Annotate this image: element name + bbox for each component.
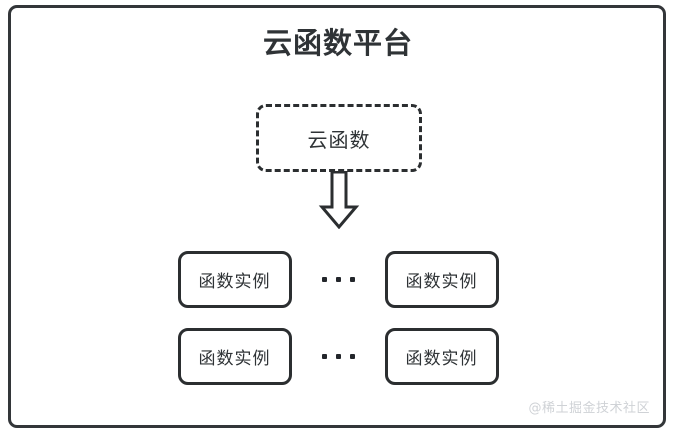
instance-row-2: 函数实例 函数实例 xyxy=(0,327,676,385)
function-instance-box: 函数实例 xyxy=(177,327,292,385)
instance-row-1: 函数实例 函数实例 xyxy=(0,250,676,308)
function-instance-label: 函数实例 xyxy=(198,271,271,292)
function-instance-label: 函数实例 xyxy=(198,348,271,369)
ellipsis-icon xyxy=(292,251,385,308)
function-instance-label: 函数实例 xyxy=(405,271,478,292)
cloud-function-node: 云函数 xyxy=(256,104,422,172)
ellipsis-dot xyxy=(335,353,341,359)
function-instance-box: 函数实例 xyxy=(384,250,499,308)
cloud-function-label: 云函数 xyxy=(307,127,371,152)
watermark: @稀土掘金技术社区 xyxy=(528,401,650,416)
function-instance-label: 函数实例 xyxy=(405,348,478,369)
down-block-arrow-icon xyxy=(316,170,362,230)
ellipsis-dot xyxy=(321,276,327,282)
ellipsis-icon xyxy=(292,328,385,385)
function-instance-box: 函数实例 xyxy=(177,250,292,308)
ellipsis-dot xyxy=(349,276,355,282)
page-title: 云函数平台 xyxy=(262,26,413,60)
function-instance-box: 函数实例 xyxy=(384,327,499,385)
ellipsis-dot xyxy=(321,353,327,359)
ellipsis-dot xyxy=(335,276,341,282)
ellipsis-dot xyxy=(349,353,355,359)
